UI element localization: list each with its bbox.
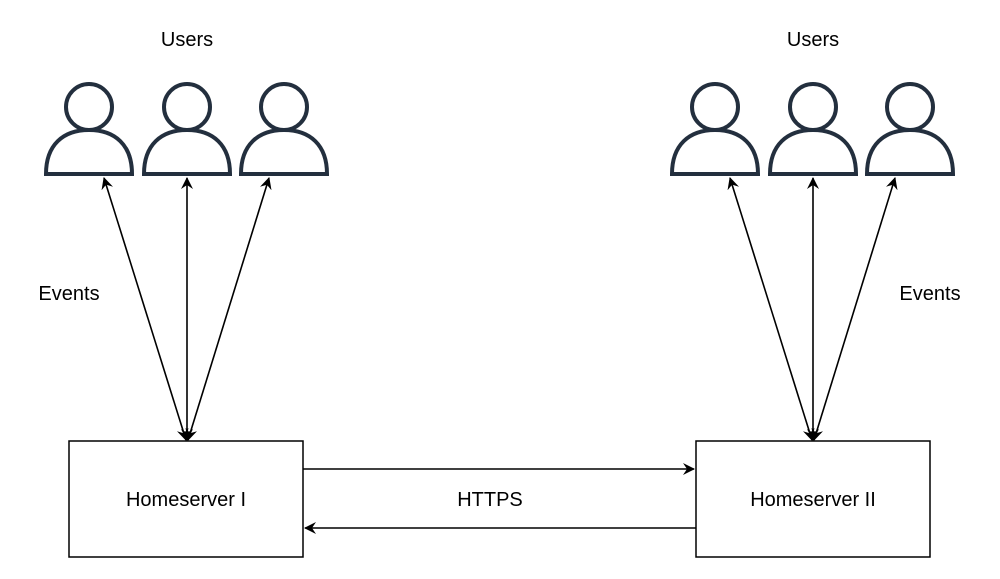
user-icon bbox=[864, 82, 956, 176]
right-users-label: Users bbox=[787, 29, 839, 51]
homeserver-right-label: Homeserver II bbox=[750, 489, 876, 511]
user-icon bbox=[141, 82, 233, 176]
event-arrow bbox=[101, 177, 189, 441]
event-arrow bbox=[185, 177, 272, 441]
event-arrow bbox=[811, 177, 898, 441]
user-icon bbox=[238, 82, 330, 176]
event-arrow bbox=[727, 177, 815, 441]
left-users-label: Users bbox=[161, 29, 213, 51]
homeserver-right-box bbox=[695, 440, 931, 558]
user-icon bbox=[43, 82, 135, 176]
user-icon bbox=[669, 82, 761, 176]
user-icon bbox=[767, 82, 859, 176]
https-label: HTTPS bbox=[457, 489, 523, 511]
left-events-label: Events bbox=[38, 283, 99, 305]
homeserver-left-label: Homeserver I bbox=[126, 489, 246, 511]
homeserver-left-box bbox=[68, 440, 304, 558]
right-events-label: Events bbox=[899, 283, 960, 305]
